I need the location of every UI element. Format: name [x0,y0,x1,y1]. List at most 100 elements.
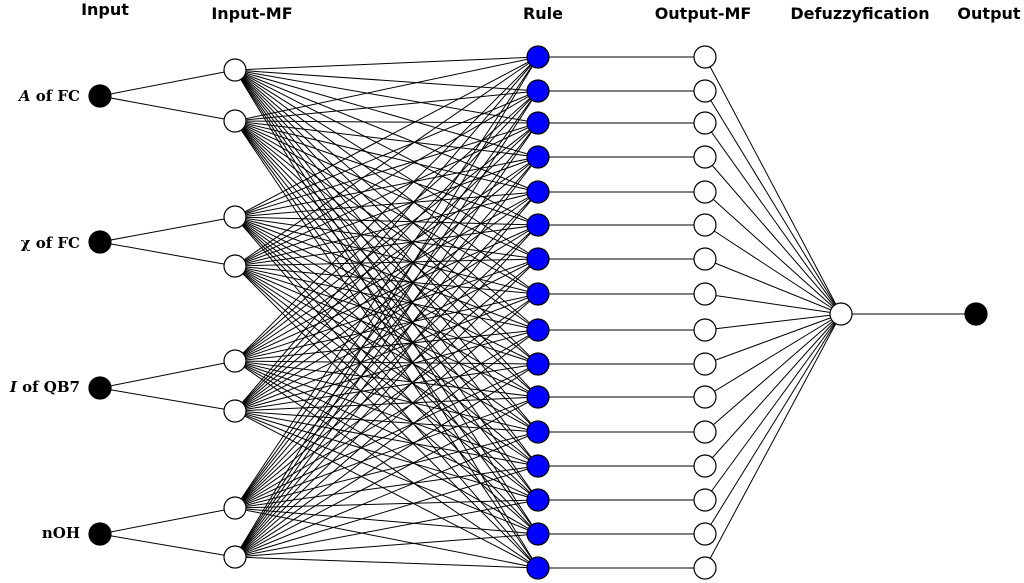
edge-mf-5-rule-3 [234,156,539,412]
edge-outmf-2-defuzz [704,122,842,315]
edge-mf-3-rule-1 [234,90,539,267]
edge-mf-1-rule-6 [234,120,539,260]
edge-mf-4-rule-0 [234,56,539,362]
edge-mf-3-rule-4 [234,191,539,267]
edge-mf-4-rule-15 [234,360,539,569]
edge-mf-0-rule-2 [234,69,539,124]
edge-mf-5-rule-14 [234,410,539,535]
edge-mf-4-rule-13 [234,360,539,501]
rule-node-1 [526,79,550,103]
edge-mf-7-rule-5 [234,224,539,558]
edge-mf-5-rule-7 [234,293,539,412]
edge-mf-1-rule-5 [234,120,539,226]
rule-node-7 [526,282,550,306]
input-node-1 [88,230,112,254]
header-output-mf: Output-MF [655,4,752,23]
header-defuzzyfication: Defuzzyfication [790,4,929,23]
edge-mf-7-rule-0 [234,56,539,558]
edge-mf-4-rule-1 [234,90,539,362]
rule-node-4 [526,180,550,204]
output-mf-node-7 [693,282,717,306]
output-mf-node-4 [693,180,717,204]
input-mf-node-0 [223,58,247,82]
edge-mf-5-rule-2 [234,122,539,412]
edge-mf-3-rule-0 [234,56,539,267]
edge-mf-5-rule-6 [234,258,539,412]
rule-node-0 [526,45,550,69]
input-node-0 [88,84,112,108]
edge-mf-0-rule-12 [234,69,539,467]
output-mf-node-1 [693,79,717,103]
edge-mf-6-rule-14 [234,507,539,535]
edge-mf-3-rule-6 [234,258,539,267]
edge-mf-4-rule-14 [234,360,539,535]
edge-input-1-mf-3 [99,241,236,267]
header-rule: Rule [523,4,563,23]
edge-mf-1-rule-0 [234,56,539,122]
edge-mf-5-rule-8 [234,329,539,412]
rule-node-9 [526,352,550,376]
edge-input-0-mf-0 [99,69,236,97]
edge-mf-7-rule-12 [234,465,539,558]
edge-mf-5-rule-9 [234,363,539,412]
edge-mf-3-rule-11 [234,265,539,433]
edge-mf-2-rule-1 [234,90,539,218]
header-output: Output [957,4,1020,23]
edge-mf-3-rule-3 [234,156,539,267]
edge-mf-2-rule-8 [234,216,539,331]
edge-mf-7-rule-14 [234,533,539,558]
edge-mf-2-rule-7 [234,216,539,295]
edge-mf-0-rule-0 [234,56,539,71]
input-mf-node-7 [223,545,247,569]
edge-mf-6-rule-11 [234,431,539,509]
edge-mf-4-rule-7 [234,293,539,362]
edge-mf-5-rule-11 [234,410,539,433]
input-label-chi-of-fc: χ of FC [21,234,80,252]
edge-outmf-7-defuzz [704,293,842,315]
edge-mf-4-rule-8 [234,329,539,362]
edge-mf-6-rule-15 [234,507,539,569]
edge-mf-4-rule-9 [234,360,539,365]
edge-mf-6-rule-3 [234,156,539,509]
edge-mf-6-rule-5 [234,224,539,509]
edge-outmf-13-defuzz [704,313,842,501]
input-mf-node-3 [223,254,247,278]
output-mf-node-8 [693,318,717,342]
edge-input-1-mf-2 [99,216,236,243]
edge-mf-4-rule-2 [234,122,539,362]
output-node [964,302,988,326]
header-input: Input [81,0,129,19]
edge-mf-2-rule-3 [234,156,539,218]
edge-outmf-0-defuzz [704,56,842,315]
rule-node-2 [526,111,550,135]
input-mf-node-2 [223,205,247,229]
edge-input-0-mf-1 [99,95,236,122]
input-label-i-of-qb7: I of QB7 [9,378,80,396]
edge-mf-7-rule-4 [234,191,539,558]
edge-mf-1-rule-2 [234,120,539,124]
rule-node-14 [526,522,550,546]
output-mf-node-13 [693,488,717,512]
output-mf-node-6 [693,247,717,271]
edge-mf-6-rule-1 [234,90,539,509]
edge-mf-5-rule-1 [234,90,539,412]
edge-mf-7-rule-6 [234,258,539,558]
edge-outmf-14-defuzz [704,313,842,535]
edge-input-3-mf-6 [99,507,236,535]
rule-node-15 [526,556,550,580]
edge-mf-6-rule-4 [234,191,539,509]
edge-mf-7-rule-11 [234,431,539,558]
edge-mf-5-rule-5 [234,224,539,412]
edge-mf-4-rule-5 [234,224,539,362]
output-mf-node-14 [693,522,717,546]
edge-mf-7-rule-10 [234,396,539,558]
defuzzyfication-node [829,302,853,326]
edge-mf-7-rule-9 [234,363,539,558]
edge-input-2-mf-4 [99,360,236,389]
edge-mf-0-rule-3 [234,69,539,158]
edge-mf-0-rule-1 [234,69,539,92]
edge-mf-5-rule-4 [234,191,539,412]
edge-mf-1-rule-4 [234,120,539,193]
output-mf-node-2 [693,111,717,135]
